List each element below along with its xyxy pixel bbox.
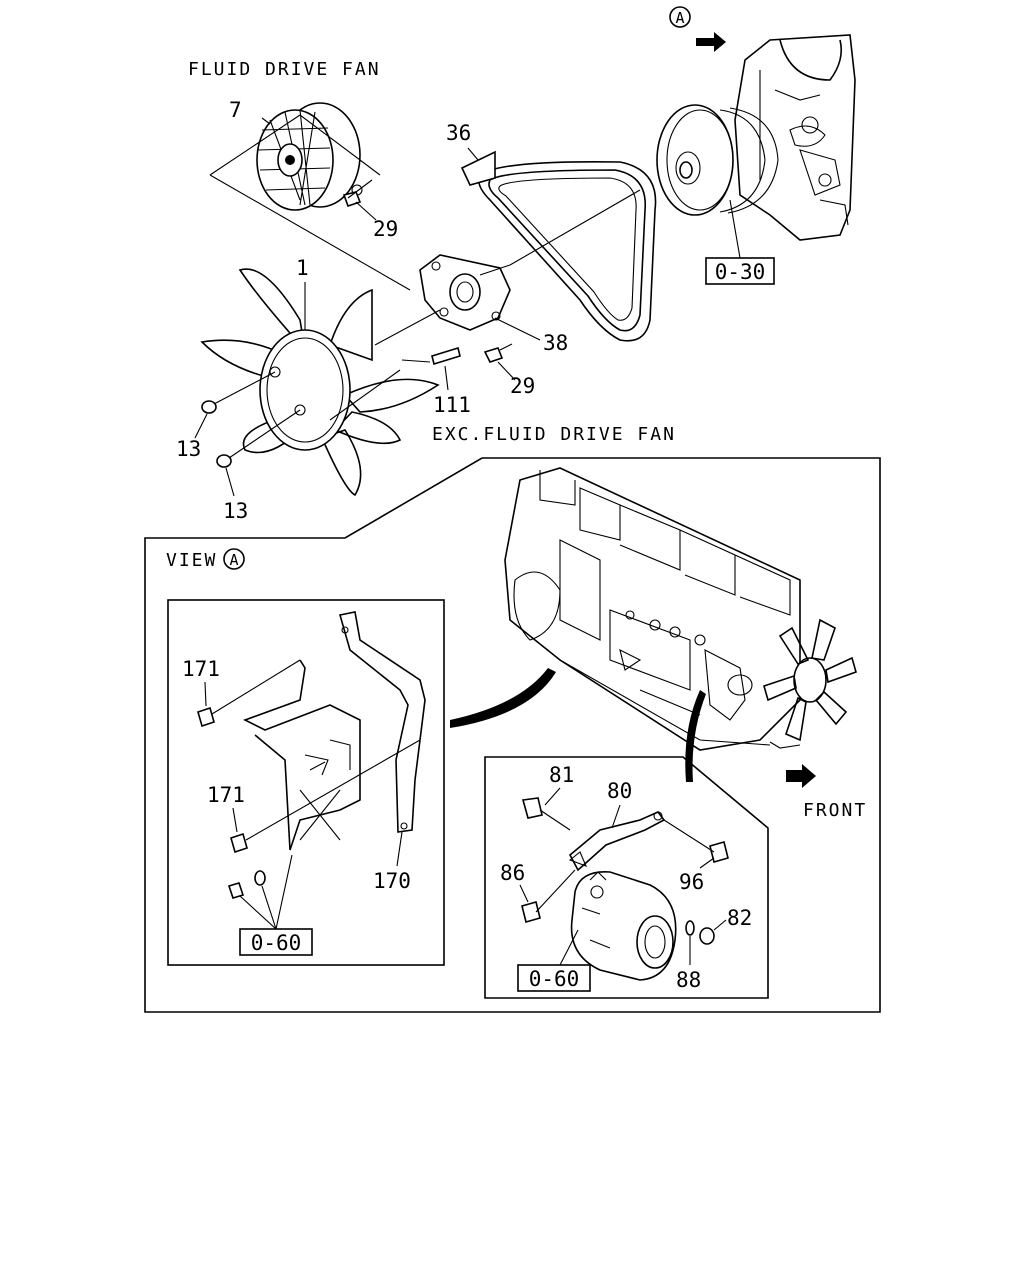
view-arrow-icon bbox=[696, 32, 726, 52]
caption-exc-fluid-drive-fan: EXC.FLUID DRIVE FAN bbox=[432, 424, 676, 445]
bolt-81 bbox=[521, 797, 571, 831]
engine-side-drawing bbox=[504, 467, 857, 751]
detail-box-alternator bbox=[484, 756, 769, 999]
bolt-171-upper bbox=[197, 659, 301, 728]
part-label-1: 1 bbox=[296, 256, 309, 280]
leader-arrow-left bbox=[450, 668, 556, 728]
engine-front-drawing bbox=[656, 34, 856, 241]
stud-111 bbox=[431, 346, 461, 366]
svg-text:0-60: 0-60 bbox=[529, 967, 580, 991]
caption-fluid-drive-fan: FLUID DRIVE FAN bbox=[188, 59, 381, 80]
fluid-fan-clutch-drawing bbox=[256, 102, 363, 211]
part-label-13-lower: 13 bbox=[223, 499, 248, 523]
cooling-fan-drawing bbox=[200, 268, 440, 497]
caption-front: FRONT bbox=[803, 800, 867, 821]
bolt-96 bbox=[663, 819, 729, 863]
reference-box-0-30: 0-30 bbox=[705, 199, 775, 285]
svg-text:A: A bbox=[229, 551, 238, 569]
part-label-81: 81 bbox=[549, 763, 574, 787]
part-label-111: 111 bbox=[433, 393, 471, 417]
bolt-171-lower bbox=[230, 739, 421, 854]
part-label-13-upper: 13 bbox=[176, 437, 201, 461]
reference-box-0-60-left: 0-60 bbox=[239, 854, 313, 956]
part-label-82: 82 bbox=[727, 906, 752, 930]
part-label-36: 36 bbox=[446, 121, 471, 145]
view-a-caption: VIEW A bbox=[166, 548, 245, 571]
alternator-drawing bbox=[570, 871, 677, 981]
part-label-171-lower: 171 bbox=[207, 783, 245, 807]
part-label-86: 86 bbox=[500, 861, 525, 885]
washer-88 bbox=[685, 920, 695, 936]
part-label-88: 88 bbox=[676, 968, 701, 992]
nut-82 bbox=[699, 927, 715, 945]
reference-box-0-60-right: 0-60 bbox=[517, 929, 591, 992]
front-indicator: FRONT bbox=[786, 764, 867, 821]
bolt-29-lower bbox=[483, 347, 504, 363]
part-label-96: 96 bbox=[679, 870, 704, 894]
adjust-link-80 bbox=[568, 811, 666, 872]
v-belt-drawing bbox=[460, 150, 657, 342]
detail-box-bracket bbox=[167, 599, 445, 966]
leader-arrow-right bbox=[685, 690, 706, 782]
part-label-29-upper: 29 bbox=[373, 217, 398, 241]
svg-text:VIEW: VIEW bbox=[166, 550, 217, 571]
view-a-frame bbox=[144, 457, 881, 1013]
bolt-86 bbox=[521, 869, 576, 923]
part-label-80: 80 bbox=[607, 779, 632, 803]
bracket-drawing bbox=[242, 611, 426, 851]
nut-13-lower bbox=[216, 409, 301, 468]
front-arrow-icon bbox=[786, 764, 816, 788]
svg-text:A: A bbox=[675, 9, 684, 27]
view-marker-top: A bbox=[669, 6, 726, 52]
part-label-7: 7 bbox=[229, 98, 242, 122]
bolt-washer bbox=[227, 870, 266, 899]
svg-text:0-30: 0-30 bbox=[715, 260, 766, 284]
part-label-171-upper: 171 bbox=[182, 657, 220, 681]
svg-text:0-60: 0-60 bbox=[251, 931, 302, 955]
part-label-170: 170 bbox=[373, 869, 411, 893]
part-label-29-lower: 29 bbox=[510, 374, 535, 398]
fan-pulley-hub-drawing bbox=[419, 254, 511, 331]
nut-13-upper bbox=[201, 371, 276, 414]
part-label-38: 38 bbox=[543, 331, 568, 355]
